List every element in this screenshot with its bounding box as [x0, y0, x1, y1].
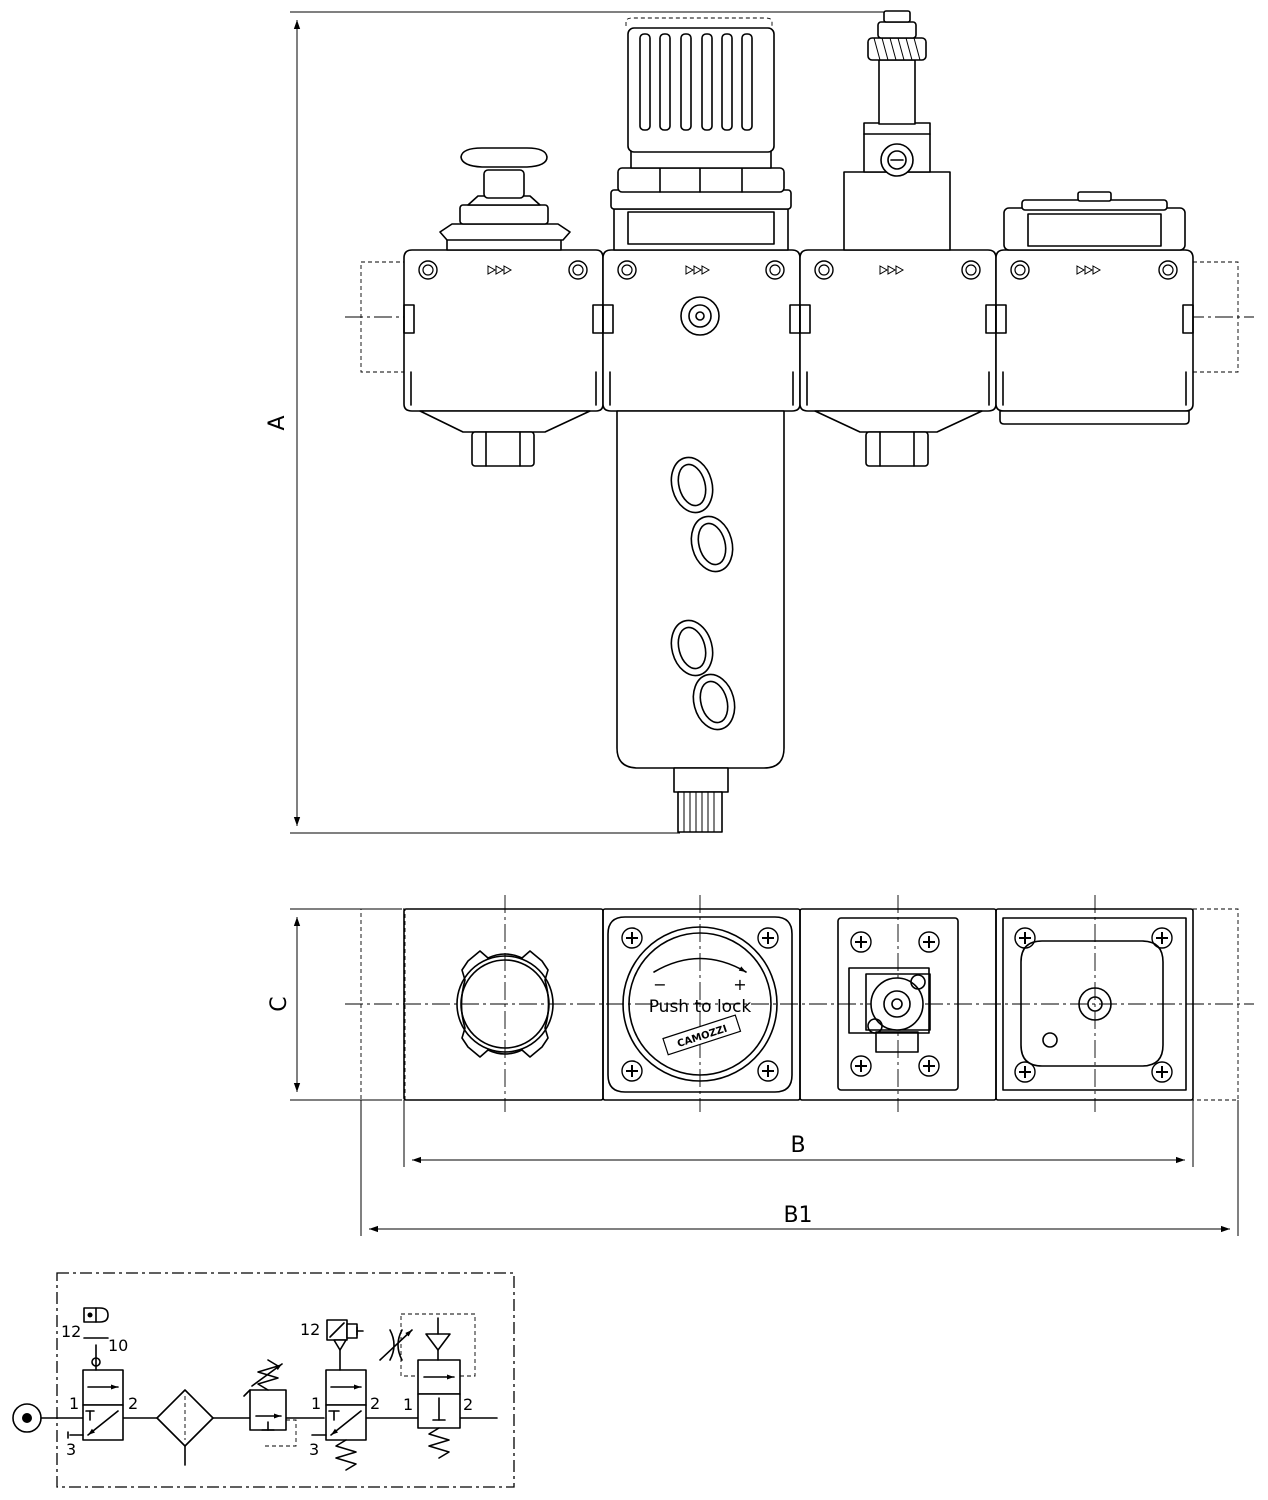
- filter-symbol: [156, 1389, 214, 1466]
- knob-plus: +: [733, 975, 746, 994]
- dimension-b1-label: B1: [783, 1203, 812, 1228]
- dimension-b1: B1: [360, 1100, 1239, 1236]
- valve4-port-2: 2: [463, 1395, 473, 1414]
- module-end-block: [995, 191, 1194, 425]
- valve3-port-2: 2: [370, 1394, 380, 1413]
- module-solenoid-valve: [799, 10, 997, 467]
- knob-push-to-lock: Push to lock: [649, 997, 752, 1017]
- front-view: A: [265, 10, 1254, 834]
- top-end-block: [995, 908, 1194, 1101]
- valve3-port-3: 3: [309, 1440, 319, 1459]
- valve1-port-3: 3: [66, 1440, 76, 1459]
- valve1-port-1: 1: [69, 1394, 79, 1413]
- dimension-c: C: [267, 908, 402, 1101]
- air-source-symbol: [12, 1403, 42, 1433]
- valve4-port-1: 1: [403, 1395, 413, 1414]
- soft-start-valve-symbol: 1 2: [379, 1313, 476, 1459]
- solenoid-valve-symbol: 12 1 2 3: [300, 1319, 380, 1471]
- dimension-b-label: B: [790, 1133, 805, 1158]
- manual-shutoff-valve-symbol: 12 10 1 2 3: [61, 1307, 138, 1459]
- valve3-label-12: 12: [300, 1320, 320, 1339]
- pneumatic-schematic: 12 10 1 2 3: [12, 1272, 515, 1488]
- dimension-c-label: C: [267, 996, 292, 1011]
- regulator-symbol: [243, 1359, 297, 1447]
- dimension-a: A: [265, 11, 885, 834]
- valve3-port-1: 1: [311, 1394, 321, 1413]
- valve1-label-12: 12: [61, 1322, 81, 1341]
- knob-minus: −: [653, 975, 666, 994]
- top-view: C − + Push to lock: [267, 895, 1254, 1236]
- valve1-label-10: 10: [108, 1336, 128, 1355]
- dimension-a-label: A: [265, 415, 290, 430]
- dimension-b: B: [403, 1100, 1194, 1167]
- top-filter-regulator: − + Push to lock CAMOZZI: [602, 908, 801, 1101]
- valve1-port-2: 2: [128, 1394, 138, 1413]
- module-shutoff-valve: [403, 147, 604, 467]
- module-filter-regulator: [602, 17, 801, 833]
- top-solenoid-valve: [799, 908, 997, 1101]
- top-shutoff-valve: [403, 908, 604, 1101]
